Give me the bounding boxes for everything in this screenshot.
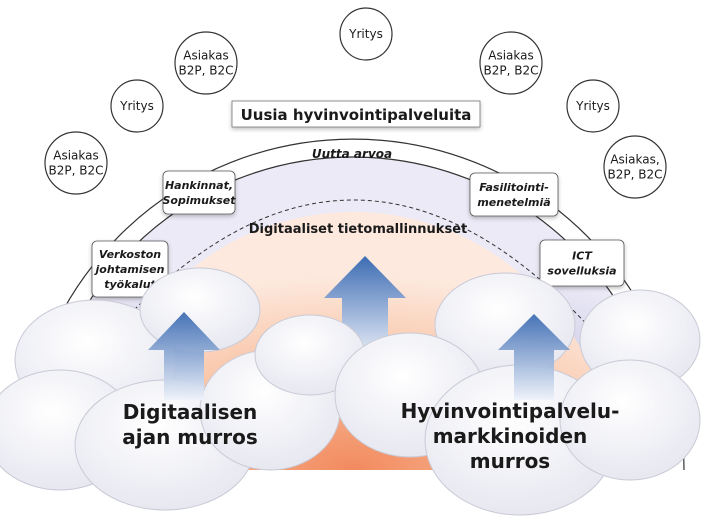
inner-label-rect — [469, 172, 559, 217]
ring-node-circle — [566, 79, 620, 133]
inner-label-text: johtamisen — [94, 263, 165, 276]
ring-node-circle — [479, 31, 543, 95]
inner-label-text: Verkoston — [99, 248, 161, 261]
dashed-arc — [114, 199, 593, 331]
inner-label-box: Fasilitointi-menetelmiä — [469, 172, 559, 217]
inner-label-text: menetelmiä — [477, 196, 550, 209]
bottom-right-line2: markkinoiden — [433, 424, 588, 448]
ring-node-label: Yritys — [575, 99, 610, 113]
ring-node-label: B2P, B2C — [179, 64, 234, 78]
inner-label-box: ICT sovelluksia — [539, 239, 625, 287]
ring-node-circle — [339, 7, 393, 61]
ring-node-label: Asiakas — [488, 49, 534, 63]
ring-node: Yritys — [110, 79, 164, 133]
arrow-left-front — [148, 312, 220, 400]
inner-label-text: Sopimukset — [163, 194, 237, 207]
bottom-right-line3: murros — [470, 449, 550, 473]
ring-node-circle — [603, 135, 667, 199]
ring-node-label: Yritys — [348, 27, 383, 41]
inner-label-text: ICT — [572, 250, 593, 263]
ring-node-label: Asiakas, — [610, 153, 659, 167]
bottom-left-line2: ajan murros — [122, 425, 258, 449]
value-label: Uutta arvoa — [312, 147, 392, 161]
inner-label-text: sovelluksia — [547, 265, 616, 278]
ring-node: Asiakas,B2P, B2C — [603, 135, 667, 199]
ring-node-label: B2P, B2C — [608, 168, 663, 182]
ring-node-label: B2P, B2C — [484, 64, 539, 78]
inner-label-rect — [91, 240, 169, 298]
ring-node-label: Asiakas — [183, 49, 229, 63]
inner-label-box: Hankinnat, Sopimukset — [162, 170, 237, 215]
center-label: Digitaaliset tietomallinnukset — [249, 222, 467, 237]
ring-node-circle — [44, 131, 108, 195]
title-box-text: Uusia hyvinvointipalveluita — [241, 106, 472, 124]
ring-node: Yritys — [339, 7, 393, 61]
inner-label-rect — [162, 170, 236, 215]
inner-label-rect — [539, 239, 625, 287]
inner-label-text: Fasilitointi- — [479, 181, 549, 194]
bottom-left-line1: Digitaalisen — [123, 400, 258, 424]
ring-node-label: B2P, B2C — [49, 164, 104, 178]
inner-label-text: työkalut — [104, 278, 156, 291]
ring-node-circle — [110, 79, 164, 133]
inner-label-text: Hankinnat, — [165, 179, 233, 192]
ring-node-circle — [174, 31, 238, 95]
cloud-left — [0, 267, 366, 511]
inner-label-box: Verkoston johtamisen työkalut — [91, 240, 169, 298]
title-box — [231, 100, 481, 128]
arrow-right-front — [498, 314, 570, 400]
bottom-right-line1: Hyvinvointipalvelu- — [401, 399, 620, 423]
ring-node: Yritys — [566, 79, 620, 133]
ring-node-label: Asiakas — [53, 149, 99, 163]
ring-node-label: Yritys — [119, 99, 154, 113]
